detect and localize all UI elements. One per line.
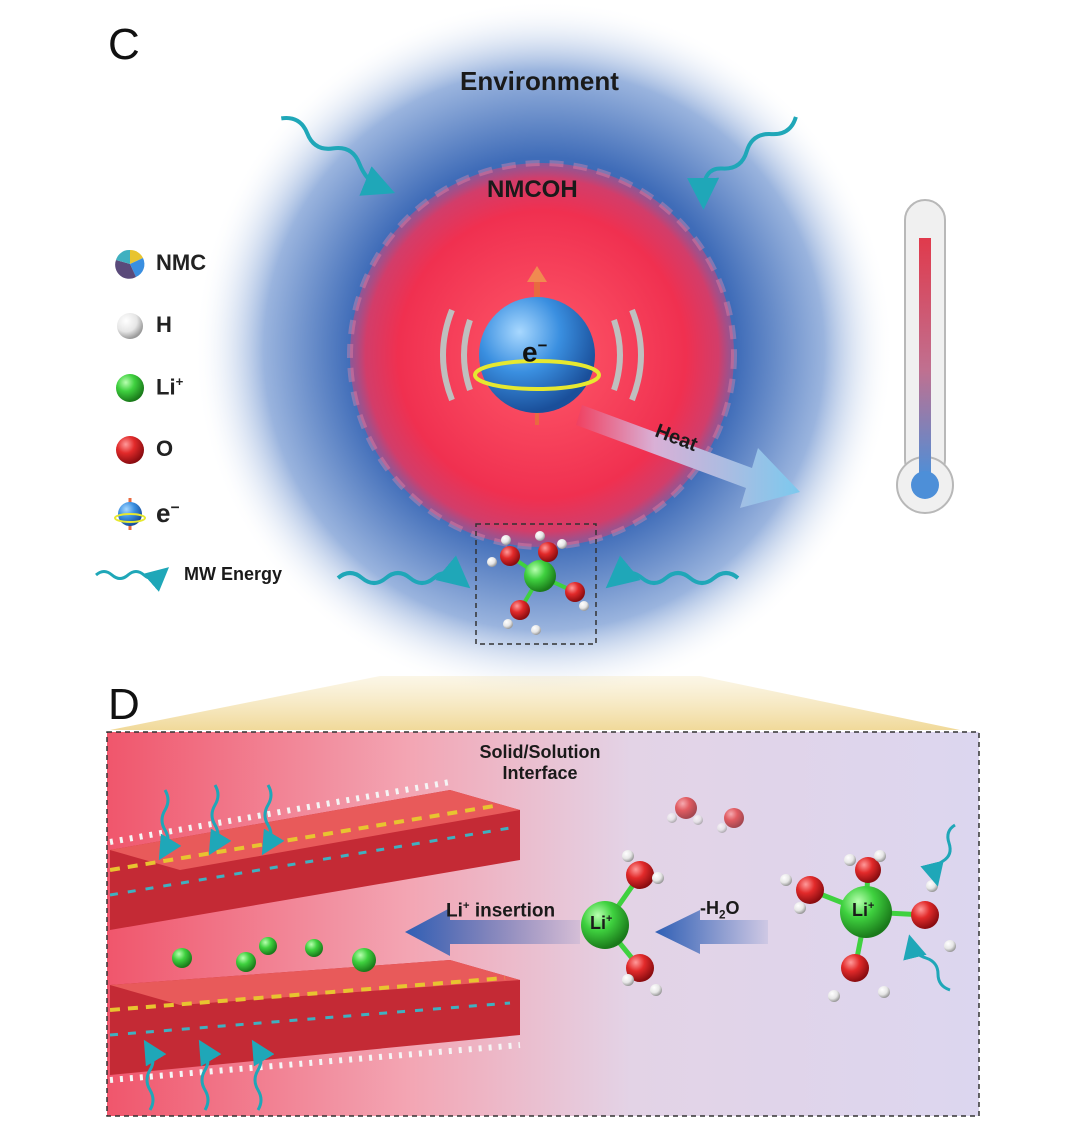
electron-spin-icon xyxy=(440,266,644,425)
interface-label: Solid/Solution Interface xyxy=(479,742,601,783)
microwave-wave-top-right xyxy=(687,116,798,210)
li-insertion-label: Li+ insertion xyxy=(446,900,556,922)
released-water-molecules xyxy=(667,797,744,833)
dehydration-label: -H2O xyxy=(700,898,740,922)
slab-wave-1 xyxy=(158,789,182,861)
microwave-wave-top-left xyxy=(280,116,395,196)
environment-label: Environment xyxy=(460,66,619,96)
panel-c-letter: C xyxy=(108,20,140,69)
hydrogen-sphere-icon xyxy=(117,313,143,339)
lithium-sphere-icon xyxy=(116,374,144,402)
li-ion-label-hydrated: Li+ xyxy=(852,900,875,920)
partially-hydrated-li xyxy=(581,850,664,996)
microwave-wave-bottom-right xyxy=(605,555,740,589)
legend-item-mw-energy: MW Energy xyxy=(184,564,283,584)
slab-wave-4 xyxy=(143,1039,167,1111)
panel-d-letter: D xyxy=(108,680,140,729)
hydrated-li-wave-bottom xyxy=(903,934,951,992)
li-insertion-arrow xyxy=(405,908,580,956)
legend-item-h: H xyxy=(156,312,172,337)
microwave-wave-icon xyxy=(95,567,170,592)
electron-label: e− xyxy=(522,336,548,368)
legend-item-nmc: NMC xyxy=(156,250,207,275)
nmcoh-label: NMCOH xyxy=(487,176,578,203)
hydrated-li-wave-top xyxy=(920,823,956,887)
slab-wave-6 xyxy=(251,1039,275,1111)
microwave-wave-bottom-left xyxy=(336,555,471,589)
intercalated-li-ions xyxy=(172,937,376,972)
heat-arrow xyxy=(576,405,800,508)
slab-wave-2 xyxy=(208,784,232,856)
thermometer-icon xyxy=(896,199,954,514)
legend-item-o: O xyxy=(156,436,174,461)
slab-wave-5 xyxy=(198,1039,222,1111)
slab-wave-3 xyxy=(261,784,285,856)
oxygen-sphere-icon xyxy=(116,436,144,464)
legend-electron-icon xyxy=(114,498,146,530)
dehydration-arrow xyxy=(655,910,768,954)
li-ion-label-partial: Li+ xyxy=(590,913,613,933)
legend-item-e: e− xyxy=(156,498,180,528)
legend-item-li: Li+ xyxy=(156,374,184,400)
fully-hydrated-li xyxy=(780,850,956,1002)
zoom-beam xyxy=(110,676,960,730)
hydrated-li-cluster-small xyxy=(487,531,589,635)
hydrated-li-inset xyxy=(475,523,597,645)
nmc-sphere-icon xyxy=(115,249,145,279)
